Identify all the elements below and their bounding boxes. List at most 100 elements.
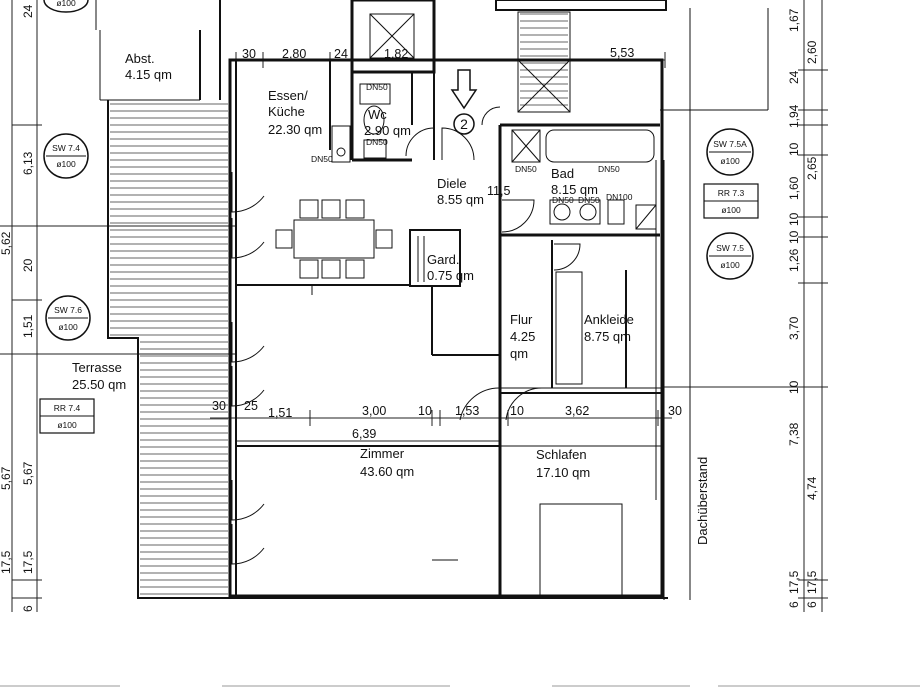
room-flur-area-1: 4.25 [510, 329, 535, 344]
dim-zimmer-total: 6,39 [352, 427, 376, 441]
tag-bad-1: DN50 [515, 164, 537, 174]
room-schlafen-name: Schlafen [536, 447, 587, 462]
badge-sw75a-dia: ø100 [720, 156, 740, 166]
room-terrasse-area: 25.50 qm [72, 377, 126, 392]
interior-walls [235, 0, 769, 599]
entry-marker-number: 2 [460, 116, 468, 132]
tag-bad-3: DN50 [578, 195, 600, 205]
dim-left-0: 24 [21, 4, 35, 18]
room-flur-name: Flur [510, 312, 533, 327]
roof-overhang-label: Dachüberstand [695, 457, 710, 545]
dim-mid-7: 3,62 [565, 404, 589, 418]
tag-bad-2: DN50 [552, 195, 574, 205]
badge-sw-top-dia: ø100 [56, 0, 76, 8]
tag-wc-top: DN50 [366, 82, 388, 92]
tag-bad-5: DN100 [606, 192, 633, 202]
dim-right-11: 10 [787, 380, 801, 394]
room-gard-area: 0.75 qm [427, 268, 474, 283]
badge-sw75-dia: ø100 [720, 260, 740, 270]
badge-rr74-dia: ø100 [57, 420, 77, 430]
fixture-tags: DN50 DN50 DN50 DN50 DN50 DN50 DN50 DN100 [311, 82, 633, 205]
dim-left-6: 5,67 [21, 461, 35, 485]
room-bad-area: 8.15 qm [551, 182, 598, 197]
dim-right-2: 24 [787, 70, 801, 84]
dim-right-17: 6 [805, 601, 819, 608]
badge-rr73-code: RR 7.3 [718, 188, 745, 198]
dim-right-6: 1,60 [787, 176, 801, 200]
dim-right-5: 10 [787, 142, 801, 156]
room-essen-area: 22.30 qm [268, 122, 322, 137]
dim-left-5: 5,67 [0, 466, 13, 490]
dim-mid-5: 1,53 [455, 404, 479, 418]
dimension-labels-top: 30 2,80 24 1,82 5,53 11,5 [242, 46, 634, 198]
terrace-hatching [110, 103, 228, 595]
tag-kitchen: DN50 [311, 154, 333, 164]
dim-right-3: 1,94 [787, 104, 801, 128]
dim-left-7: 17,5 [0, 550, 13, 574]
rainwater-badge-rr73: RR 7.3 ø100 [703, 183, 759, 219]
room-ankleide-area: 8.75 qm [584, 329, 631, 344]
dim-right-13: 4,74 [805, 476, 819, 500]
dim-mid-8: 30 [668, 404, 682, 418]
dim-mid-6: 10 [510, 404, 524, 418]
drain-badge-sw75: SW 7.5 ø100 [706, 232, 754, 280]
dim-diele: 11,5 [487, 184, 510, 198]
room-terrasse-name: Terrasse [72, 360, 122, 375]
room-gard-name: Gard. [427, 252, 460, 267]
dim-top-1: 2,80 [282, 47, 306, 61]
dim-right-15: 6 [787, 601, 801, 608]
dimension-labels-right: 1,67 2,60 24 1,94 2,65 10 1,60 10 1,26 1… [787, 8, 819, 608]
dim-top-3: 1,82 [384, 47, 408, 61]
badge-sw74-code: SW 7.4 [52, 143, 80, 153]
dim-top-2: 24 [334, 47, 348, 61]
terrace-outline [95, 0, 230, 599]
dim-right-10: 3,70 [787, 316, 801, 340]
dim-left-1: 6,13 [21, 151, 35, 175]
bath-fixtures [511, 129, 657, 230]
wc-fixtures [359, 83, 391, 159]
room-labels: Abst. 4.15 qm Essen/ Küche 22.30 qm Wc 2… [72, 51, 634, 480]
room-schlafen-area: 17.10 qm [536, 465, 590, 480]
room-flur-area-2: qm [510, 346, 528, 361]
badge-rr73-dia: ø100 [721, 205, 741, 215]
drain-badge-sw75a: SW 7.5A ø100 [706, 128, 754, 176]
tag-bad-4: DN50 [598, 164, 620, 174]
dim-right-7: 10 [787, 212, 801, 226]
room-bad-name: Bad [551, 166, 574, 181]
door-swings [231, 106, 581, 565]
rainwater-badge-rr74: RR 7.4 ø100 [39, 398, 95, 434]
badge-sw76-dia: ø100 [58, 322, 78, 332]
badge-sw74-dia: ø100 [56, 159, 76, 169]
dim-mid-3: 3,00 [362, 404, 386, 418]
dim-left-4: 1,51 [21, 314, 35, 338]
room-diele-name: Diele [437, 176, 467, 191]
dim-right-1: 2,60 [805, 40, 819, 64]
room-abst-name: Abst. [125, 51, 155, 66]
exterior-walls [224, 8, 691, 600]
badge-sw76-code: SW 7.6 [54, 305, 82, 315]
dining-table [275, 199, 393, 279]
room-wc-area: 2.90 qm [364, 123, 411, 138]
dim-right-14: 17,5 [787, 570, 801, 594]
room-zimmer-area: 43.60 qm [360, 464, 414, 479]
stair-hatching [520, 13, 568, 106]
dim-right-9: 10 [787, 230, 801, 244]
dim-top-4: 5,53 [610, 46, 634, 60]
dimension-labels-middle: 30 25 1,51 3,00 10 1,53 10 3,62 30 6,39 [212, 399, 682, 441]
drain-badge-sw74: SW 7.4 ø100 [43, 133, 89, 179]
dim-left-2: 5,62 [0, 231, 13, 255]
badge-sw75-code: SW 7.5 [716, 243, 744, 253]
dim-mid-4: 10 [418, 404, 432, 418]
kitchen-counter [331, 125, 351, 163]
room-zimmer-name: Zimmer [360, 446, 405, 461]
dim-right-8: 1,26 [787, 248, 801, 272]
dim-top-0: 30 [242, 47, 256, 61]
room-ankleide-name: Ankleide [584, 312, 634, 327]
dim-right-0: 1,67 [787, 8, 801, 32]
drain-badge-sw76: SW 7.6 ø100 [45, 295, 91, 341]
badge-sw75a-code: SW 7.5A [713, 139, 747, 149]
dim-mid-1: 25 [244, 399, 258, 413]
room-essen-name-2: Küche [268, 104, 305, 119]
dim-right-12: 7,38 [787, 422, 801, 446]
